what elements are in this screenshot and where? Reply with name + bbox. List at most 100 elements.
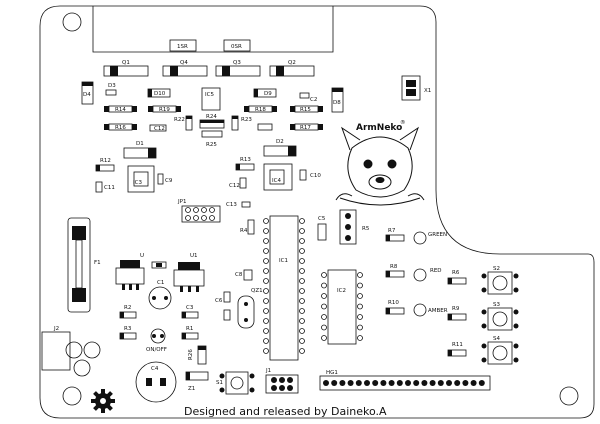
- svg-text:R25: R25: [206, 142, 217, 148]
- resistor-r3: R3: [119, 326, 137, 340]
- diode-d9: D9: [253, 88, 277, 98]
- svg-text:S1: S1: [216, 380, 223, 386]
- ic1-pin: [299, 298, 305, 304]
- hg1-pin: [470, 380, 477, 386]
- resistor-r8: R8: [385, 264, 405, 278]
- hg1-pin: [437, 380, 444, 386]
- svg-text:D2: D2: [276, 139, 284, 145]
- svg-text:Q3: Q3: [233, 60, 241, 66]
- svg-text:J2: J2: [53, 326, 59, 332]
- svg-text:C1: C1: [157, 280, 164, 286]
- cap-c13: C13: [226, 201, 251, 208]
- svg-text:C12: C12: [154, 126, 165, 132]
- hg1-pin: [339, 380, 346, 386]
- ic2-pin: [357, 324, 363, 331]
- ic2-pin: [357, 293, 363, 299]
- heatsink-bracket: [92, 6, 334, 53]
- resistor-r7: R7: [385, 228, 405, 242]
- mounting-hole-bottom-left: [62, 386, 82, 406]
- ic1-pin: [299, 308, 305, 314]
- resistor-r22: R22: [174, 115, 193, 131]
- ic1-pin: [263, 218, 269, 224]
- hg1-pin: [388, 380, 395, 386]
- svg-text:U1: U1: [190, 253, 198, 259]
- svg-text:JP1: JP1: [177, 199, 186, 205]
- cap-c6: C6: [215, 291, 231, 321]
- ic1-pin: [263, 298, 269, 304]
- ic-ic3: IC3: [127, 165, 155, 193]
- svg-text:D1: D1: [136, 141, 144, 147]
- svg-text:R13: R13: [240, 157, 251, 163]
- regulator-u1: U1: [173, 253, 205, 292]
- diode-d10: D10: [147, 88, 171, 98]
- resistor-r13: R13: [235, 157, 255, 171]
- svg-text:R26: R26: [188, 349, 194, 360]
- svg-text:1SR: 1SR: [177, 44, 188, 50]
- hg1-pin: [413, 380, 420, 386]
- cap-c12-mid: [257, 123, 273, 131]
- svg-text:R3: R3: [124, 326, 132, 332]
- connector-hg1: HG1: [319, 370, 491, 391]
- svg-text:C10: C10: [310, 173, 321, 179]
- ic-ic2: IC2: [321, 269, 363, 345]
- svg-text:C3: C3: [186, 305, 194, 311]
- svg-text:F1: F1: [94, 260, 101, 266]
- ic2-pin: [321, 293, 327, 299]
- svg-text:C9: C9: [165, 178, 173, 184]
- diode-d2: D2: [263, 139, 297, 157]
- svg-text:R18: R18: [255, 107, 266, 113]
- svg-text:R23: R23: [241, 117, 252, 123]
- hg1-pin: [331, 380, 338, 386]
- svg-text:ArmNeko: ArmNeko: [356, 123, 402, 133]
- hg1-pin: [355, 380, 362, 386]
- resistor-r24: R24: [199, 114, 225, 129]
- ic1-pin: [299, 318, 305, 324]
- diode-d1: D1: [123, 141, 157, 159]
- svg-text:Z1: Z1: [188, 386, 195, 392]
- button-s2: S2: [481, 266, 519, 295]
- resistor-r26: R26: [188, 345, 207, 365]
- svg-text:R14: R14: [115, 107, 126, 113]
- resistor-r11: R11: [447, 342, 467, 357]
- svg-text:R19: R19: [159, 107, 170, 113]
- relay-r1: 1SR: [169, 39, 197, 52]
- svg-text:J1: J1: [265, 368, 271, 374]
- resistor-r4: R4: [240, 219, 255, 235]
- svg-text:R9: R9: [452, 306, 460, 312]
- svg-text:C5: C5: [318, 216, 326, 222]
- svg-text:IC4: IC4: [272, 178, 281, 184]
- resistor-r16: R16: [104, 123, 137, 131]
- relay-r0: 0SR: [223, 39, 251, 52]
- svg-text:D3: D3: [108, 83, 116, 89]
- ic1-pin: [299, 258, 305, 264]
- hg1-pin: [446, 380, 452, 386]
- ic1-pin: [263, 318, 269, 324]
- resistor-r10: R10: [385, 300, 405, 315]
- ic1-pin: [263, 348, 269, 354]
- svg-text:ON/OFF: ON/OFF: [146, 347, 167, 353]
- hg1-pin: [462, 380, 469, 386]
- led-amber: AMBER: [413, 303, 448, 317]
- cap-small-u: [151, 261, 167, 269]
- svg-text:S2: S2: [493, 266, 500, 272]
- ic1-pin: [263, 288, 269, 294]
- mounting-hole-top-left: [62, 12, 82, 32]
- zener-z1: Z1: [185, 371, 209, 392]
- ic1-pin: [299, 228, 305, 234]
- svg-text:R11: R11: [452, 342, 463, 348]
- ic1-pin: [299, 348, 305, 354]
- ic-ic4: IC4: [263, 163, 293, 191]
- ic-ic1: IC1: [263, 215, 305, 361]
- resistor-r1: R1: [181, 326, 199, 340]
- ic2-pin: [321, 272, 327, 278]
- footer-credit: Designed and released by Daineko.A: [184, 405, 387, 418]
- ic2-pin: [321, 335, 327, 341]
- svg-text:C8: C8: [235, 272, 243, 278]
- button-s4: S4: [481, 336, 519, 365]
- svg-text:D10: D10: [154, 91, 166, 97]
- svg-text:R17: R17: [300, 125, 311, 131]
- resistor-r18: R18: [244, 105, 277, 113]
- ic1-pin: [299, 288, 305, 294]
- hg1-pin: [396, 380, 403, 386]
- hg1-pin: [405, 380, 411, 386]
